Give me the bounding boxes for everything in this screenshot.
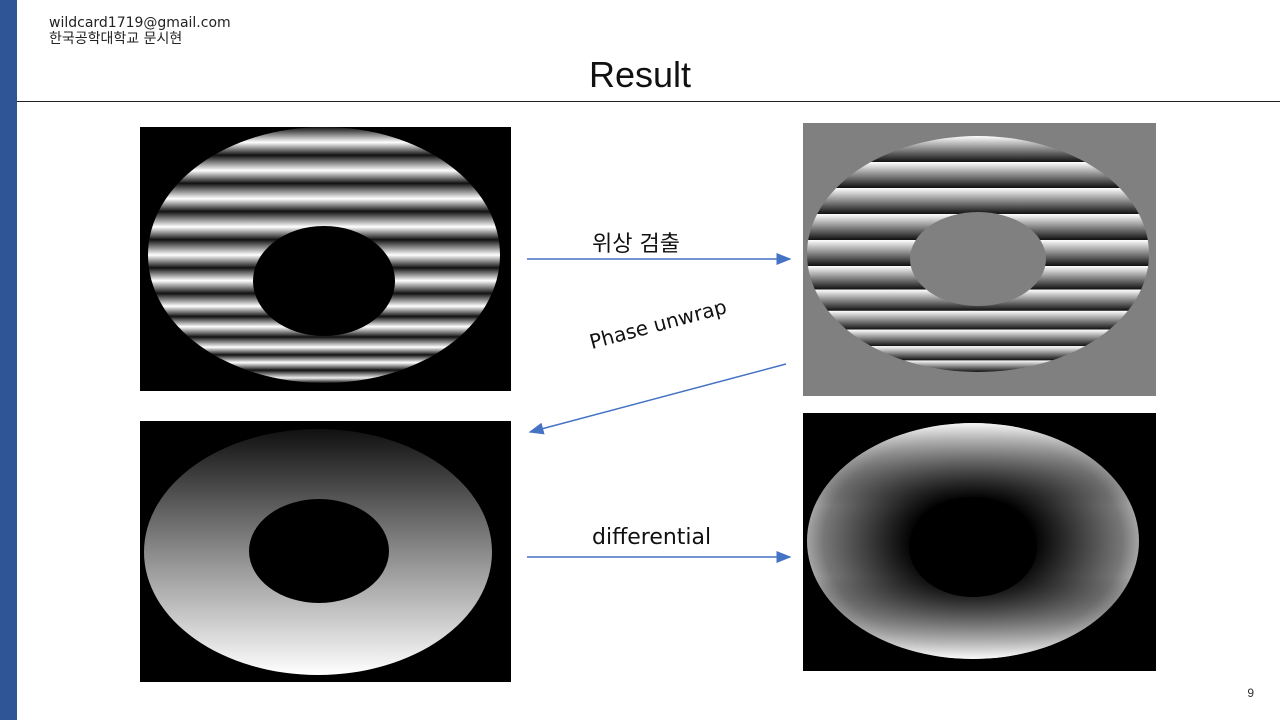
page-number: 9 — [1247, 686, 1254, 700]
author-info: wildcard1719@gmail.com 한국공학대학교 문시현 — [49, 15, 231, 47]
unwrap-arrow — [528, 363, 787, 435]
wrapped-phase-image — [803, 123, 1156, 396]
slide-title: Result — [588, 54, 692, 95]
fringe-pattern-image — [140, 127, 511, 391]
author-email: wildcard1719@gmail.com — [49, 15, 231, 31]
differential-image — [803, 413, 1156, 671]
left-accent-bar — [0, 0, 17, 720]
author-affiliation: 한국공학대학교 문시현 — [49, 31, 183, 47]
unwrapped-phase-image — [140, 421, 511, 682]
title-divider — [17, 101, 1280, 102]
differential-label: differential — [592, 525, 712, 550]
phase-detect-label: 위상 검출 — [592, 232, 680, 257]
